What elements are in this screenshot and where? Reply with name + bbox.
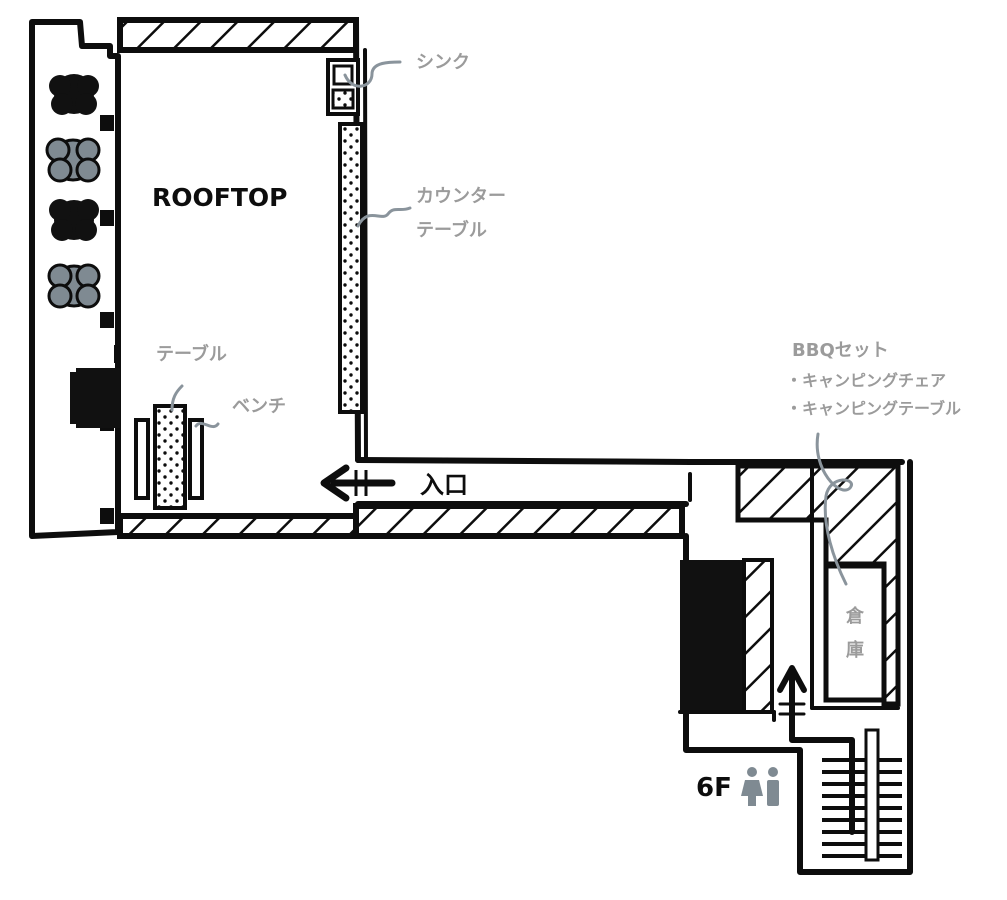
bench [134, 418, 150, 500]
shrub-icon [45, 137, 101, 183]
counter-table-label-line2: テーブル [416, 219, 487, 241]
void-hatched [742, 558, 774, 714]
west-wall [29, 19, 121, 539]
bbq-item-label: ・キャンピングチェア [786, 371, 946, 390]
shrub-icon [49, 199, 99, 241]
south-hatched-wall [117, 513, 359, 539]
up-arrow-icon [777, 665, 855, 835]
shrub-icon [49, 74, 99, 115]
storage-label-line2: 庫 [846, 639, 864, 661]
floor-label: 6F [696, 773, 732, 803]
dining-table [153, 404, 187, 510]
entrance-label: 入口 [420, 471, 468, 499]
table-label: テーブル [156, 343, 227, 365]
void-block [680, 560, 744, 712]
stair-treads [822, 758, 902, 858]
north-hatched-wall [117, 17, 359, 53]
storage-label-line1: 倉 [845, 605, 865, 627]
sink-label: シンク [416, 52, 470, 73]
bench-label: ベンチ [232, 396, 286, 417]
restroom-icon [741, 767, 779, 806]
rooftop-label: ROOFTOP [152, 183, 287, 212]
bbq-item-label: ・キャンピングテーブル [786, 399, 961, 418]
west-wall-block [76, 368, 120, 428]
corridor-hatched-wall [353, 503, 685, 539]
counter-table [338, 122, 364, 414]
storage-room [823, 563, 887, 703]
sink-icon [326, 58, 360, 116]
shrub-icon [47, 263, 101, 309]
bbq-set-label: BBQセット [792, 340, 889, 361]
counter-table-label-line1: カウンター [416, 186, 506, 207]
bench [188, 418, 204, 500]
left-arrow-icon [320, 464, 396, 502]
